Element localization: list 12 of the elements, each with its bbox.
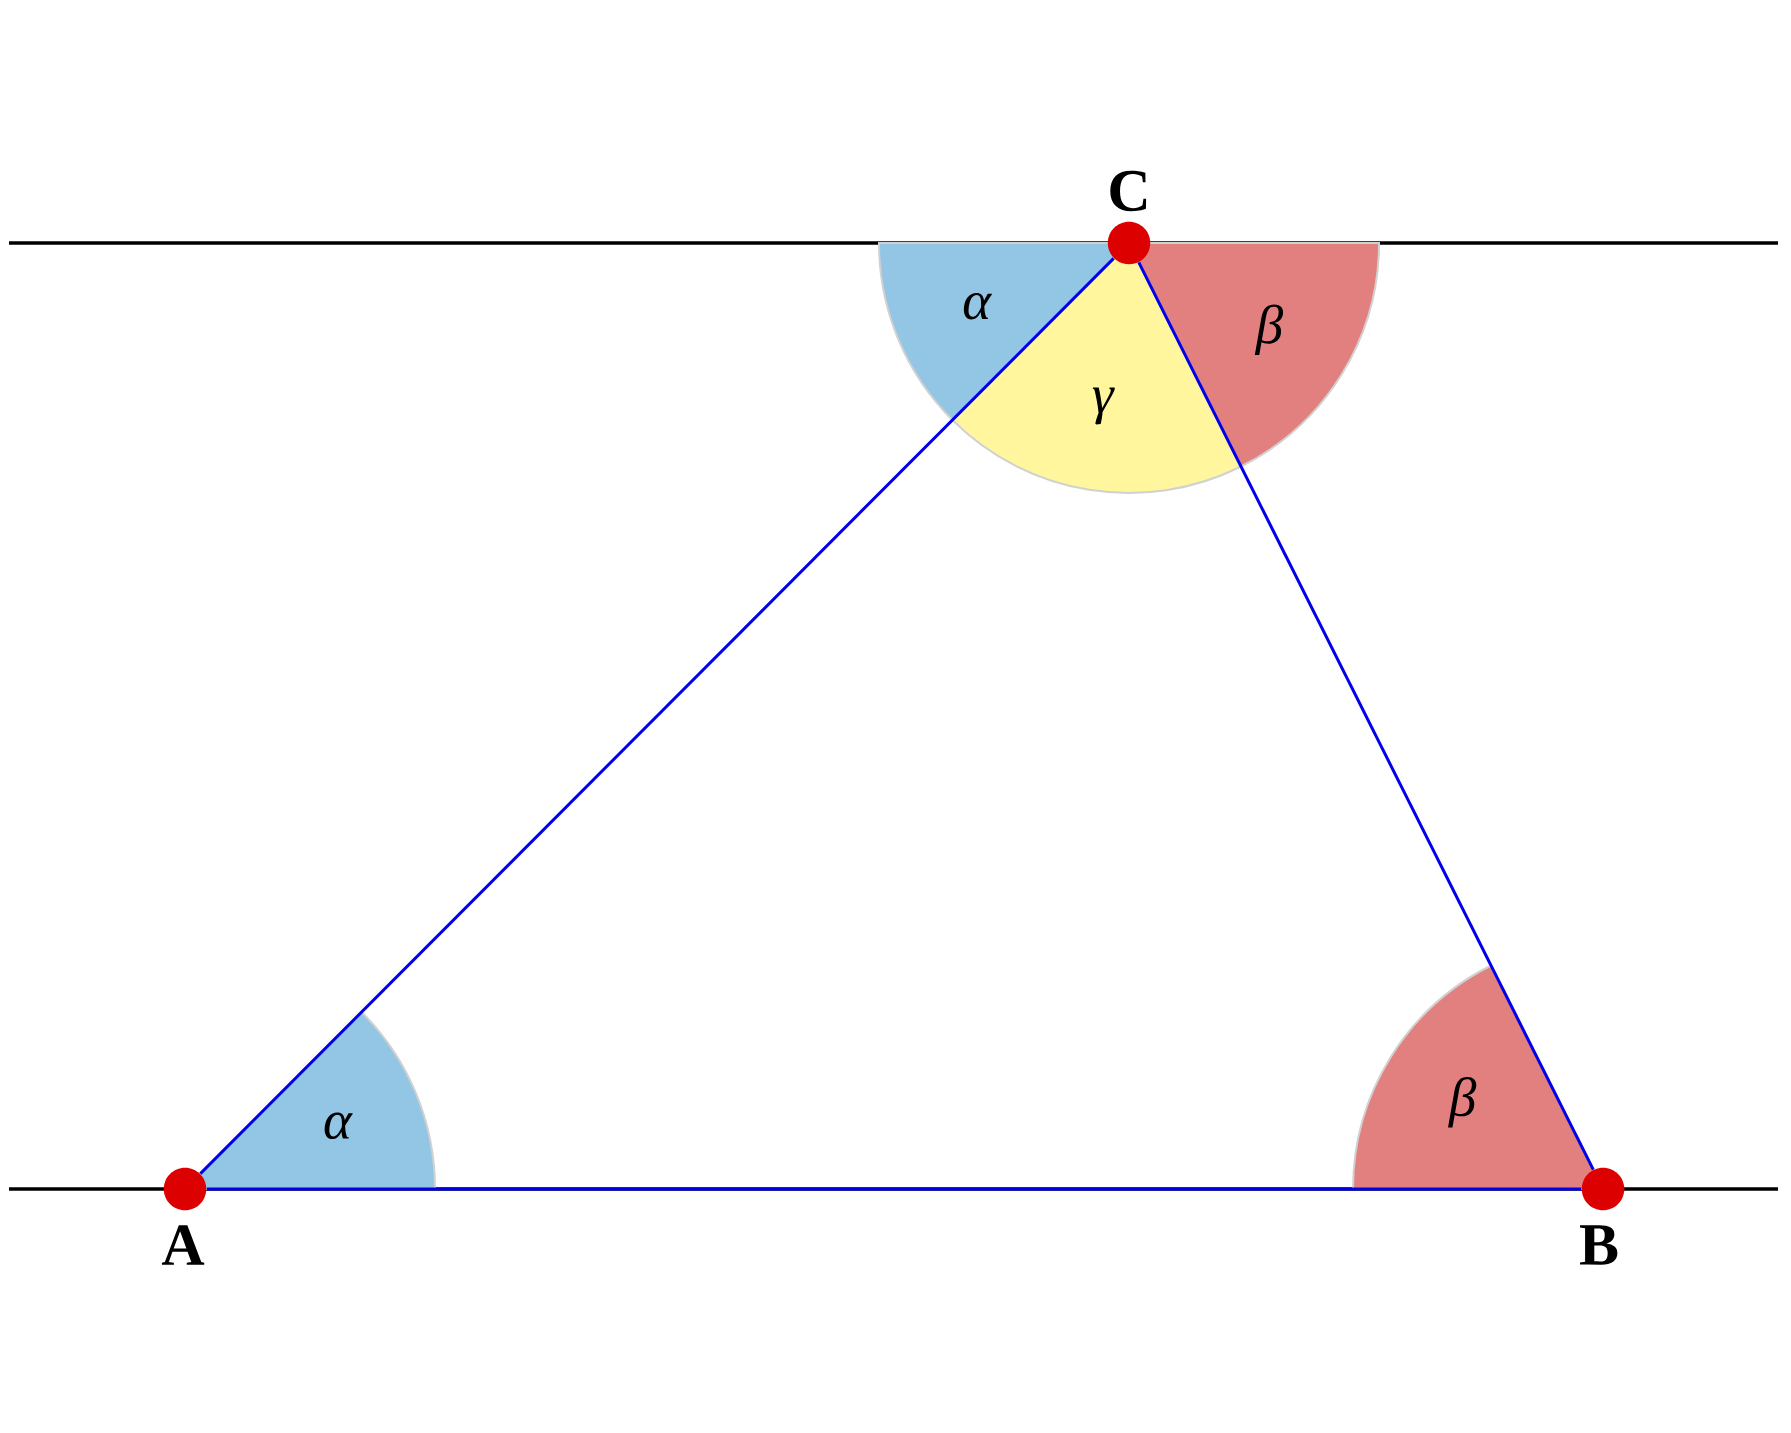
point <box>1581 1167 1625 1211</box>
triangle-side <box>206 1187 1582 1191</box>
angle-sector: β <box>1352 964 1605 1190</box>
point <box>163 1167 207 1211</box>
triangle-side <box>199 257 1115 1175</box>
point-label: A <box>161 1225 205 1265</box>
angle-sector: β <box>1128 242 1380 468</box>
point <box>1107 221 1151 265</box>
point-label: C <box>1110 170 1147 212</box>
point-label: B <box>1580 1225 1618 1265</box>
angle-sector: α <box>184 1011 436 1190</box>
triangle-side <box>1137 261 1595 1171</box>
